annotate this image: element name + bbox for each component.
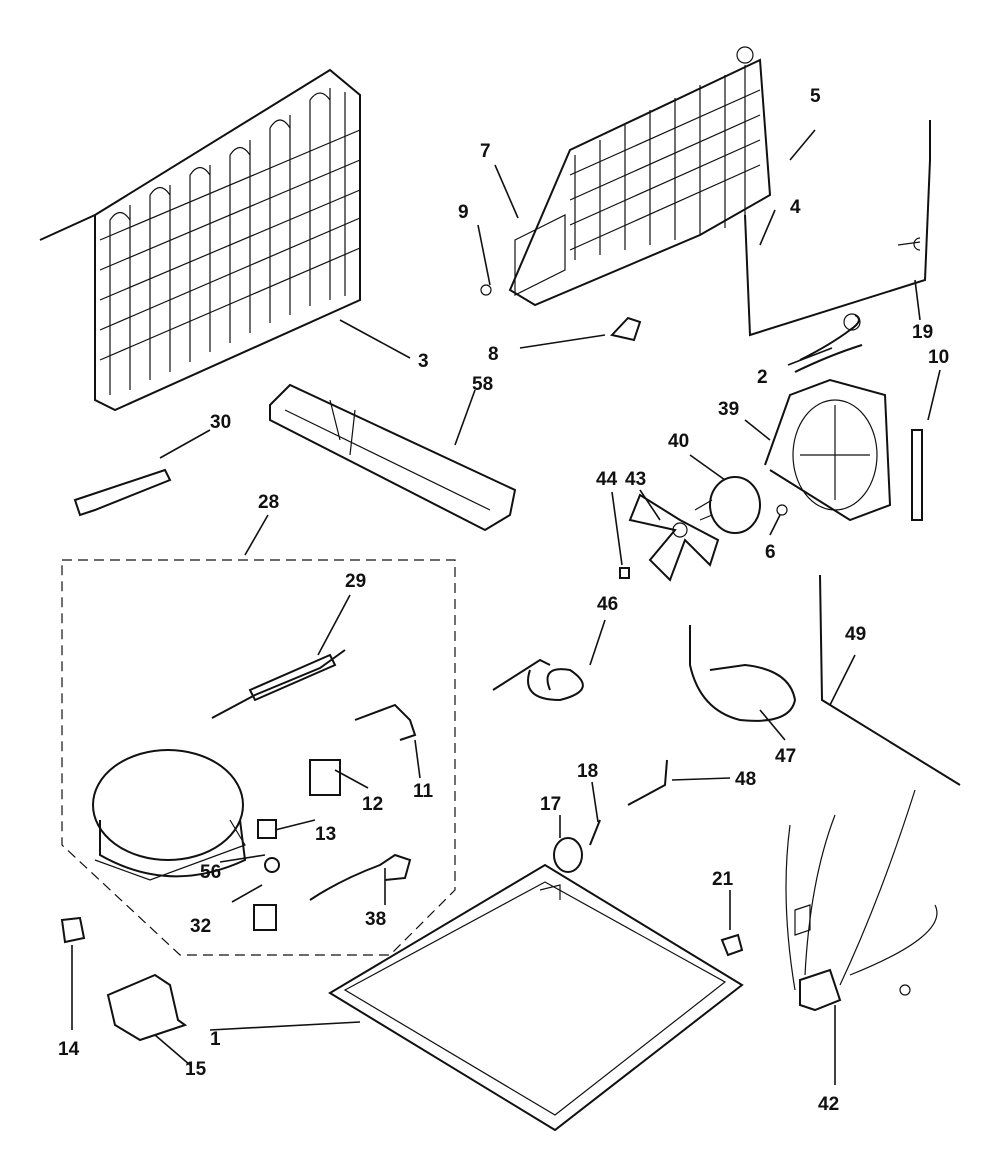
clip-part-44 [619,567,630,579]
drier-29 [211,649,346,719]
callout-49: 49 [845,624,866,645]
tube-47 [689,625,797,722]
callout-4: 4 [790,197,801,218]
tube-part-30 [73,468,172,517]
wire-part-2 [794,314,863,373]
callout-47: 47 [775,746,796,767]
callout-labels: 1 2 3 4 5 6 7 8 9 10 11 12 13 14 15 17 1… [58,86,949,1115]
condenser-coil [39,68,361,412]
thermistor-wire [744,120,931,337]
callout-17: 17 [540,794,561,815]
capacitor-32 [253,904,277,931]
callout-13: 13 [315,824,336,845]
pin-18 [589,819,601,846]
callout-30: 30 [210,412,231,433]
callout-46: 46 [597,594,618,615]
pin-48 [627,759,668,806]
callout-11: 11 [413,781,434,802]
callout-10: 10 [928,347,949,368]
callout-29: 29 [345,571,366,592]
callout-43: 43 [625,469,646,490]
cord-38 [309,853,412,901]
callout-9: 9 [458,202,469,223]
callout-19: 19 [912,322,933,343]
callout-18: 18 [577,761,598,782]
callout-58: 58 [472,374,493,395]
callout-48: 48 [735,769,756,790]
callout-39: 39 [718,399,739,420]
callout-28: 28 [258,492,279,513]
fan-shroud [764,378,892,522]
connector-19 [897,237,921,251]
callout-12: 12 [362,794,383,815]
tube-coil-46 [492,658,584,702]
callout-44: 44 [596,469,618,490]
callout-15: 15 [185,1059,207,1080]
callout-7: 7 [480,141,491,162]
screw-56 [264,857,280,873]
callout-42: 42 [818,1094,839,1115]
roller-17 [553,837,583,873]
cap-21 [720,933,744,957]
strip-part-10 [911,429,923,521]
callout-32: 32 [190,916,211,937]
callout-21: 21 [712,869,734,890]
callout-5: 5 [810,86,821,107]
evaporator-assembly [480,46,772,307]
fan-motor [694,476,788,534]
overload-13 [257,819,277,839]
callout-6: 6 [765,542,776,563]
compressor [92,749,247,881]
callout-38: 38 [365,909,386,930]
callout-2: 2 [757,367,768,388]
fan-blade [628,493,720,582]
tube-49 [819,574,961,786]
bracket-11 [354,703,417,741]
callout-14: 14 [58,1039,80,1060]
callout-8: 8 [488,344,499,365]
relay-12 [309,759,341,796]
callout-56: 56 [200,862,221,883]
grommet-14 [60,916,86,944]
leader-lines [71,129,941,1085]
base-pan [328,863,744,1132]
wire-harness [785,789,938,1012]
compressor-kit-boundary [61,559,456,956]
drain-channel [269,383,517,532]
callout-3: 3 [418,351,429,372]
callout-40: 40 [668,431,689,452]
clip-part [610,316,642,342]
bracket-15 [106,973,188,1042]
callout-1: 1 [210,1029,221,1050]
